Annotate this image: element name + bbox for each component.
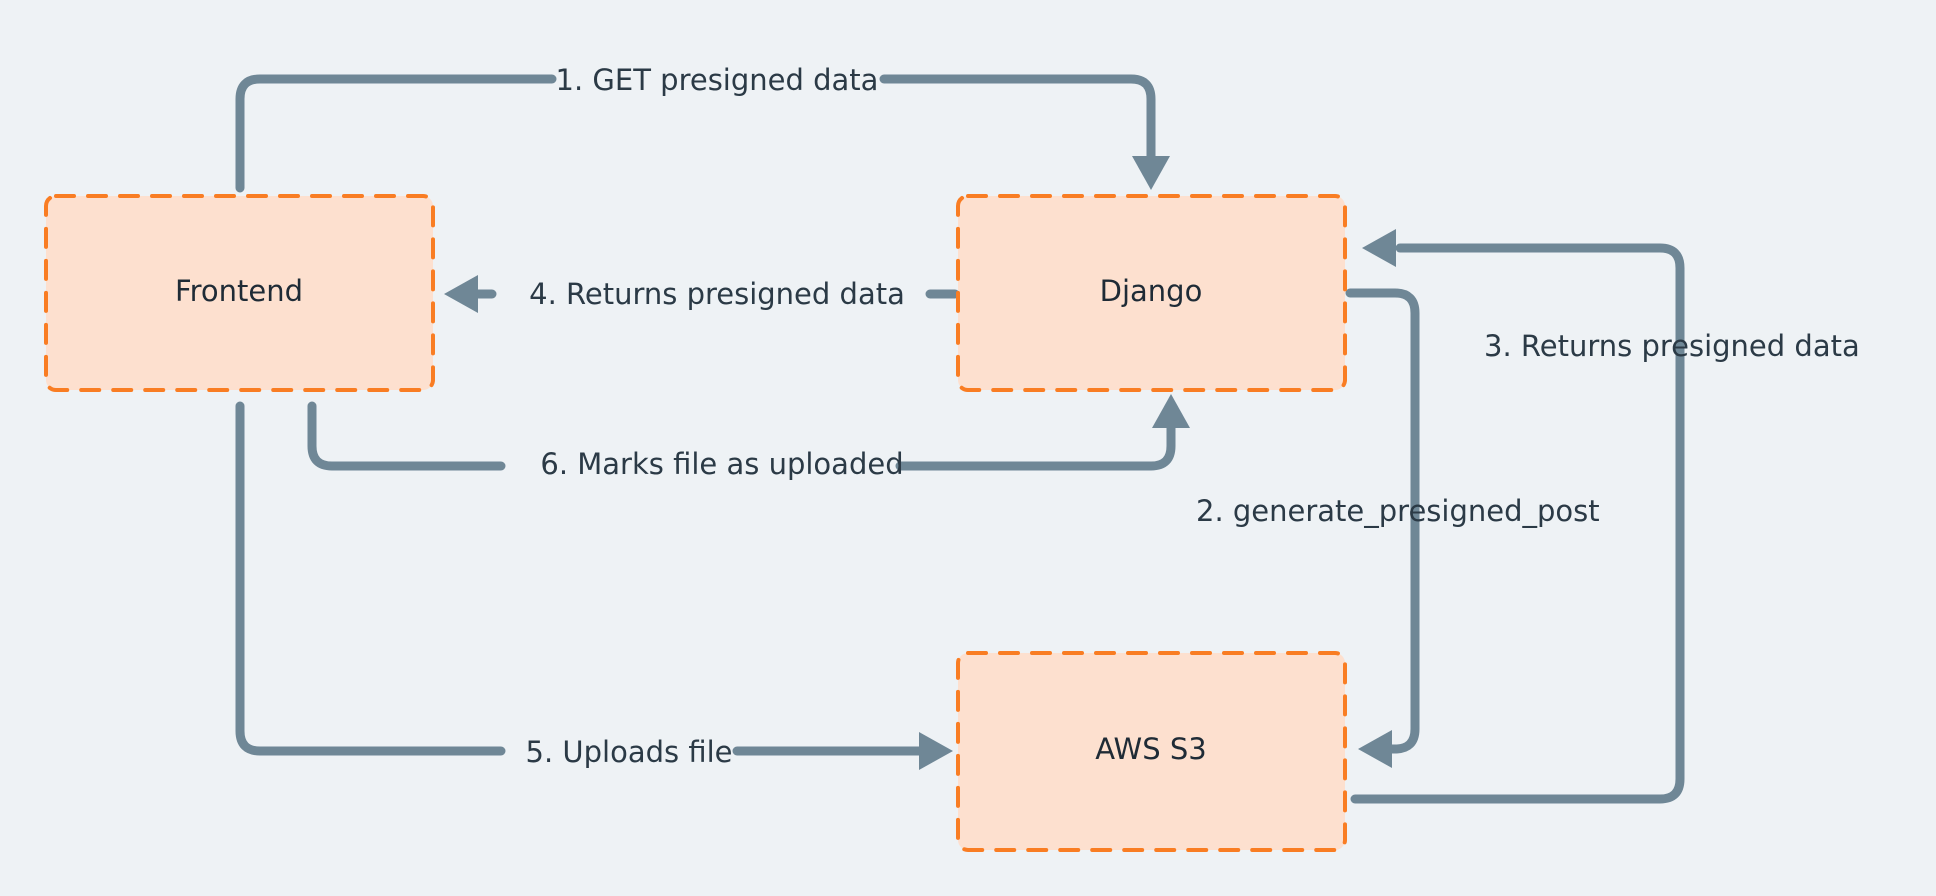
edge-edge-2 xyxy=(1345,288,1420,768)
edge-6-label: 6. Marks file as uploaded xyxy=(540,447,903,481)
node-django[interactable]: Django xyxy=(956,194,1347,392)
node-django-box[interactable] xyxy=(956,194,1347,392)
edge-edge-4 xyxy=(444,275,960,313)
edge-3-label: 3. Returns presigned data xyxy=(1484,329,1860,363)
edge-1-line xyxy=(235,74,1156,193)
edge-2-arrowhead-icon xyxy=(1358,730,1392,768)
edge-3-line xyxy=(1350,243,1685,804)
edge-labels-layer: 1. GET presigned data 4. Returns presigne… xyxy=(526,63,1860,769)
edge-2-label: 2. generate_presigned_post xyxy=(1196,494,1600,528)
edge-5-label: 5. Uploads file xyxy=(526,735,733,769)
edge-6-arrowhead-icon xyxy=(1152,394,1190,428)
edge-1-arrowhead-icon xyxy=(1132,156,1170,190)
edges-layer xyxy=(235,74,1685,804)
edge-5-line xyxy=(235,401,930,756)
node-aws_s3-label: AWS S3 xyxy=(1095,732,1206,766)
edge-1-label: 1. GET presigned data xyxy=(556,63,879,97)
edge-5-arrowhead-icon xyxy=(919,732,953,770)
node-frontend-label: Frontend xyxy=(175,274,303,308)
edge-3-arrowhead-icon xyxy=(1362,229,1396,267)
edge-2-line xyxy=(1345,288,1420,754)
node-django-label: Django xyxy=(1100,274,1203,308)
edge-edge-6 xyxy=(307,394,1190,471)
edge-4-arrowhead-icon xyxy=(444,275,478,313)
edge-edge-5 xyxy=(235,401,953,770)
node-aws_s3[interactable]: AWS S3 xyxy=(956,651,1347,852)
edge-edge-1 xyxy=(235,74,1170,193)
node-frontend[interactable]: Frontend xyxy=(44,194,435,392)
edge-6-line xyxy=(307,401,1176,471)
edge-4-label: 4. Returns presigned data xyxy=(529,277,905,311)
edge-edge-3 xyxy=(1350,229,1685,804)
node-aws_s3-box[interactable] xyxy=(956,651,1347,852)
node-frontend-box[interactable] xyxy=(44,194,435,392)
